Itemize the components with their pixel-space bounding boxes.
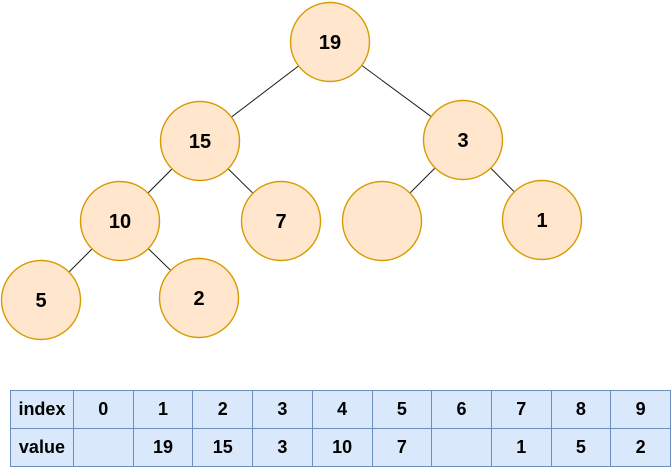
tree-node-10 xyxy=(79,180,161,262)
index-cell-3: 3 xyxy=(252,390,313,429)
value-row-header: value xyxy=(10,428,74,467)
tree-node-label: 15 xyxy=(189,131,211,153)
index-cell-9: 9 xyxy=(610,390,671,429)
tree-node-5 xyxy=(0,259,82,341)
tree-node-2 xyxy=(158,257,240,339)
index-row-header: index xyxy=(10,390,74,429)
value-cell-1: 19 xyxy=(132,428,194,467)
tree-node-label: 5 xyxy=(35,290,46,312)
tree-node-15 xyxy=(159,100,241,182)
value-cell-5: 7 xyxy=(371,428,433,467)
tree-node-3 xyxy=(422,99,504,181)
tree-node-1 xyxy=(501,179,583,261)
value-cell-0 xyxy=(72,428,134,467)
value-cell-8: 5 xyxy=(550,428,612,467)
value-cell-7: 1 xyxy=(490,428,552,467)
index-cell-6: 6 xyxy=(431,390,492,429)
tree-node-7 xyxy=(240,180,322,262)
tree-node-label: 19 xyxy=(319,32,341,54)
tree-node-19 xyxy=(289,1,371,83)
value-cell-9: 2 xyxy=(610,428,671,467)
value-cell-4: 10 xyxy=(311,428,373,467)
index-cell-1: 1 xyxy=(132,390,194,429)
index-cell-8: 8 xyxy=(550,390,612,429)
index-cell-4: 4 xyxy=(311,390,373,429)
value-cell-2: 15 xyxy=(192,428,254,467)
tree-node-label: 3 xyxy=(457,130,468,152)
tree-node-label: 1 xyxy=(536,210,547,232)
tree-node-label: 10 xyxy=(109,211,131,233)
tree-node-empty xyxy=(341,180,423,262)
index-cell-7: 7 xyxy=(490,390,552,429)
tree-node-label: 7 xyxy=(275,211,286,233)
value-cell-6 xyxy=(431,428,492,467)
value-cell-3: 3 xyxy=(252,428,313,467)
index-cell-5: 5 xyxy=(371,390,433,429)
index-cell-2: 2 xyxy=(192,390,254,429)
tree-node-label: 2 xyxy=(193,288,204,310)
index-cell-0: 0 xyxy=(72,390,134,429)
